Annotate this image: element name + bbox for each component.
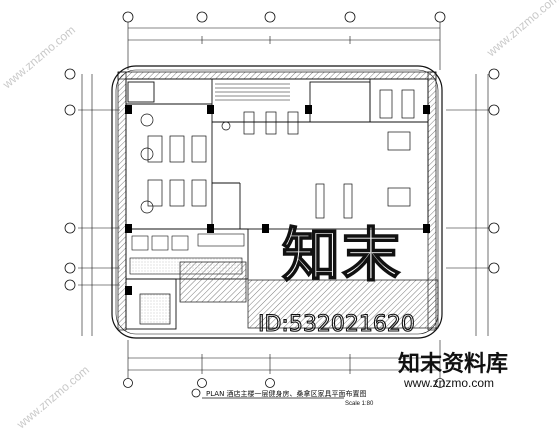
drawing-scale: Scale 1:80: [345, 401, 374, 407]
building-outline: [111, 65, 443, 339]
structural-columns: [125, 105, 430, 295]
axis-bubbles-top: [122, 11, 446, 23]
sauna-room: [179, 261, 247, 303]
dimension-lines-bottom: [127, 340, 441, 378]
stair: [215, 83, 290, 101]
exterior-walls: [117, 71, 439, 331]
watermark-logo-text: 知末: [281, 221, 403, 289]
axis-bubbles-left: [64, 68, 76, 291]
dimension-lines-right: [446, 74, 494, 336]
dimension-lines-top: [127, 22, 441, 70]
gym-equipment: [221, 89, 415, 219]
axis-bubbles-right: [488, 68, 500, 274]
interior-walls: [125, 78, 429, 330]
bench-rows: [147, 135, 207, 207]
watermark-id: ID:532021620: [257, 311, 415, 337]
axis-bubbles-bottom: [123, 378, 445, 388]
dimension-lines-left: [78, 74, 120, 336]
round-tables: [140, 113, 154, 214]
drawing-caption: PLAN 酒店主楼一层健身房、桑拿区家具平面布置图: [206, 390, 367, 398]
title-marker: [191, 388, 344, 399]
watermark-site-url: www.znzmo.com: [404, 376, 495, 390]
watermark-site-name: 知末资料库: [398, 352, 509, 377]
floor-plan-drawing: [64, 11, 500, 399]
